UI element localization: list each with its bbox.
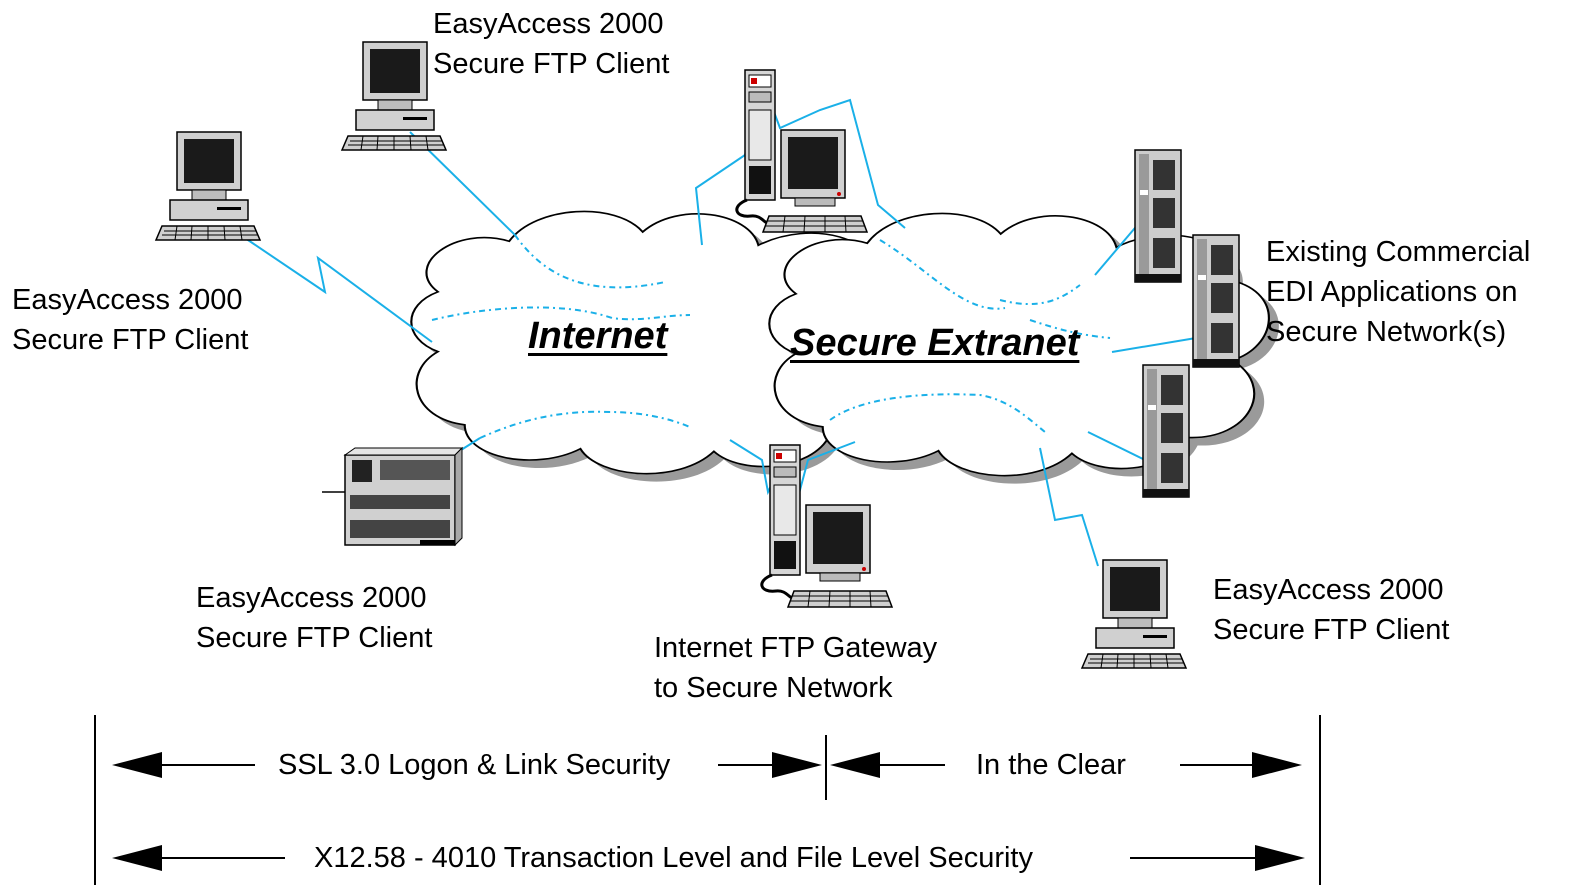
arrow-left-icon <box>830 752 880 778</box>
desktop-computer-icon <box>155 131 261 241</box>
server-tower-icon <box>1192 234 1240 368</box>
edi-apps-label: Existing Commercial EDI Applications on … <box>1266 232 1530 352</box>
mainframe-icon <box>322 446 464 547</box>
desktop-computer-icon <box>341 41 447 151</box>
top-client-label: EasyAccess 2000 Secure FTP Client <box>433 4 669 84</box>
desktop-computer-icon <box>1081 559 1187 669</box>
security-scale <box>94 715 1321 885</box>
left-client-label: EasyAccess 2000 Secure FTP Client <box>12 280 248 360</box>
gateway-label: Internet FTP Gateway to Secure Network <box>654 628 937 708</box>
arrow-left-icon <box>112 845 162 871</box>
server-tower-icon <box>1134 149 1182 283</box>
x12-security-label: X12.58 - 4010 Transaction Level and File… <box>310 841 1037 875</box>
right-client-label: EasyAccess 2000 Secure FTP Client <box>1213 570 1449 650</box>
link-upper-server <box>694 76 906 246</box>
label-line: Secure Network(s) <box>1266 316 1507 348</box>
tunnel-paths <box>431 234 1111 439</box>
arrow-right-icon <box>1255 845 1305 871</box>
gateway-workstation-icon <box>760 443 894 609</box>
label-line: Existing Commercial <box>1266 236 1531 268</box>
label-line: Secure FTP Client <box>433 48 670 80</box>
label-line: to Secure Network <box>654 672 893 704</box>
arrow-right-icon <box>772 752 822 778</box>
ssl-security-label: SSL 3.0 Logon & Link Security <box>274 748 675 782</box>
in-the-clear-label: In the Clear <box>972 748 1130 782</box>
internet-cloud-title: Internet <box>528 315 668 357</box>
label-line: EasyAccess 2000 <box>433 8 664 40</box>
link-tower-bottom <box>1087 431 1146 461</box>
extranet-cloud-title: Secure Extranet <box>790 322 1080 364</box>
label-line: EasyAccess 2000 <box>196 582 427 614</box>
link-right-client <box>1039 447 1099 567</box>
link-tower-top <box>1094 221 1141 276</box>
label-line: EasyAccess 2000 <box>12 284 243 316</box>
scale-arrows <box>112 752 1305 871</box>
arrow-left-icon <box>112 752 162 778</box>
link-tower-mid <box>1111 337 1197 353</box>
label-line: EasyAccess 2000 <box>1213 574 1444 606</box>
bottom-left-client-label: EasyAccess 2000 Secure FTP Client <box>196 578 432 658</box>
label-line: Internet FTP Gateway <box>654 632 938 664</box>
label-line: Secure FTP Client <box>12 324 249 356</box>
gateway-workstation-icon <box>735 68 869 234</box>
label-line: Secure FTP Client <box>1213 614 1450 646</box>
label-line: Secure FTP Client <box>196 622 433 654</box>
link-left-client <box>244 237 433 343</box>
server-tower-icon <box>1142 364 1190 498</box>
arrow-right-icon <box>1252 752 1302 778</box>
label-line: EDI Applications on <box>1266 276 1518 308</box>
